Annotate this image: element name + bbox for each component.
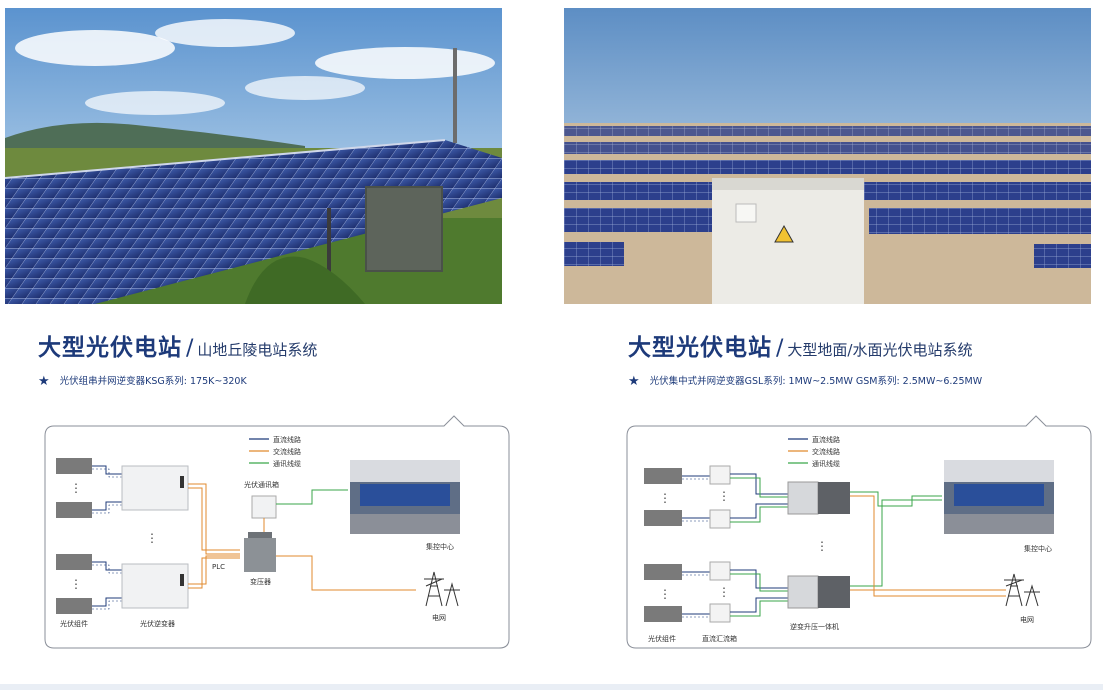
transformer-top (248, 532, 272, 538)
pv-module (644, 564, 682, 580)
ac-wiring (188, 555, 240, 585)
combiner-label: 直流汇流箱 (702, 634, 737, 643)
dc-wiring-dashed (682, 478, 710, 618)
legend-ac-label: 交流线路 (273, 447, 301, 456)
inverter-display (180, 476, 184, 488)
control-center-screens (954, 484, 1044, 506)
ac-wiring (850, 495, 1006, 597)
pv-module (644, 468, 682, 484)
pv-module (644, 606, 682, 622)
ac-wiring (276, 555, 416, 591)
right-heading: 大型光伏电站/大型地面/水面光伏电站系统 (628, 328, 972, 362)
control-center-label: 集控中心 (1024, 544, 1052, 553)
power-tower-icon (1004, 573, 1040, 607)
legend-comm-label: 通讯线缆 (812, 459, 840, 468)
comm-box (251, 495, 277, 519)
pv-module-label: 光伏组件 (60, 619, 88, 628)
plc-label: PLC (212, 563, 225, 571)
page-bottom-strip (0, 684, 1103, 690)
ac-wiring (188, 483, 240, 555)
combiner-box (709, 561, 731, 581)
ellipsis-dots: ⋮ (659, 587, 671, 601)
comm-wiring (850, 491, 942, 507)
inverter-display (180, 574, 184, 586)
right-title: 大型光伏电站 (628, 335, 772, 361)
transformer-cabinet (818, 482, 850, 514)
power-tower-icon (424, 571, 460, 607)
transformer-cabinet (818, 576, 850, 608)
heading-slash: / (186, 336, 194, 361)
legend-comm-label: 通讯线缆 (273, 459, 301, 468)
pv-module (56, 458, 92, 474)
ellipsis-dots: ⋮ (816, 539, 828, 553)
grid-label: 电网 (1020, 615, 1034, 624)
photo-hillside-solar-plant (5, 8, 502, 304)
ellipsis-dots: ⋮ (70, 481, 82, 495)
right-subtitle: 大型地面/水面光伏电站系统 (787, 341, 973, 359)
legend-dc-label: 直流线路 (812, 435, 840, 444)
pv-module-label: 光伏组件 (648, 634, 676, 643)
ellipsis-dots: ⋮ (718, 489, 730, 503)
ellipsis-dots: ⋮ (718, 585, 730, 599)
control-center-ceiling (350, 460, 460, 482)
right-spec: 光伏集中式并网逆变器GSL系列: 1MW~2.5MW GSM系列: 2.5MW~… (649, 376, 983, 387)
ellipsis-dots: ⋮ (146, 531, 158, 545)
integrated-unit-label: 逆变升压一体机 (790, 622, 839, 631)
left-heading: 大型光伏电站/山地丘陵电站系统 (38, 328, 317, 362)
pv-module (56, 502, 92, 518)
grid-label: 电网 (432, 613, 446, 622)
heading-slash: / (776, 336, 784, 361)
dc-wiring (92, 465, 122, 607)
control-center-desks (944, 514, 1054, 534)
control-center-label: 集控中心 (426, 542, 454, 551)
pv-module (644, 510, 682, 526)
combiner-box (709, 465, 731, 485)
control-center-screens (360, 484, 450, 506)
comm-wiring (276, 489, 348, 505)
photo-ground-solar-plant (564, 8, 1091, 304)
star-icon: ★ (38, 374, 50, 389)
ellipsis-dots: ⋮ (70, 577, 82, 591)
ac-wiring (188, 557, 240, 589)
left-spec-line: ★ 光伏组串并网逆变器KSG系列: 175K~320K (38, 373, 247, 389)
inverter-label: 光伏逆变器 (140, 619, 175, 628)
comm-box-label: 光伏通讯箱 (244, 480, 279, 489)
pv-module (56, 554, 92, 570)
left-title: 大型光伏电站 (38, 335, 182, 361)
dc-wiring (730, 473, 788, 613)
dc-wiring (682, 475, 710, 615)
combiner-box (709, 509, 731, 529)
comm-wiring (850, 499, 942, 587)
control-center-desks (350, 514, 460, 534)
inverter-cabinet (787, 575, 819, 609)
transformer (244, 538, 276, 572)
left-spec: 光伏组串并网逆变器KSG系列: 175K~320K (59, 376, 247, 387)
inverter-cabinet (787, 481, 819, 515)
ac-wiring (188, 487, 240, 551)
pv-module (56, 598, 92, 614)
string-inverter (121, 563, 189, 609)
ellipsis-dots: ⋮ (659, 491, 671, 505)
legend-dc-label: 直流线路 (273, 435, 301, 444)
transformer-label: 变压器 (250, 577, 271, 586)
star-icon: ★ (628, 374, 640, 389)
right-system-diagram: 直流线路 交流线路 通讯线缆 ⋮ ⋮ ⋮ ⋮ ⋮ (626, 414, 1094, 658)
combiner-box (709, 603, 731, 623)
right-spec-line: ★ 光伏集中式并网逆变器GSL系列: 1MW~2.5MW GSM系列: 2.5MW… (628, 373, 983, 389)
left-system-diagram: 直流线路 交流线路 通讯线缆 ⋮ ⋮ ⋮ (44, 414, 512, 658)
string-inverter (121, 465, 189, 511)
dc-wiring-dashed (92, 468, 122, 610)
legend-ac-label: 交流线路 (812, 447, 840, 456)
control-center-ceiling (944, 460, 1054, 482)
comm-wiring (730, 477, 788, 617)
left-subtitle: 山地丘陵电站系统 (197, 341, 318, 359)
